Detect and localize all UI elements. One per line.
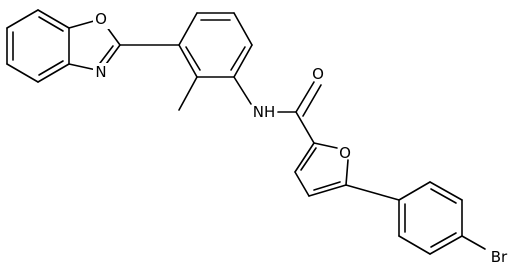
bromine-label: Br (491, 248, 508, 266)
amide-nh-label: NH (253, 103, 276, 121)
carbonyl-oxygen-label: O (312, 65, 324, 83)
amide-linkage (233, 76, 322, 144)
central-phenyl-ring (178, 12, 253, 78)
furan-ring (294, 142, 349, 197)
bromophenyl-ring (398, 181, 463, 255)
furan-aryl-bond (345, 184, 400, 201)
furan-oxygen-label: O (339, 144, 351, 162)
benzoxazole-benzene-ring (6, 9, 70, 83)
benzoxazole-nitrogen-label: N (95, 63, 106, 81)
carbon-bromine-bond (461, 235, 486, 250)
atom-labels: O N NH O O Br (93, 10, 508, 266)
benzoxazole-oxygen-label: O (95, 10, 107, 28)
methyl-bond (178, 76, 198, 111)
